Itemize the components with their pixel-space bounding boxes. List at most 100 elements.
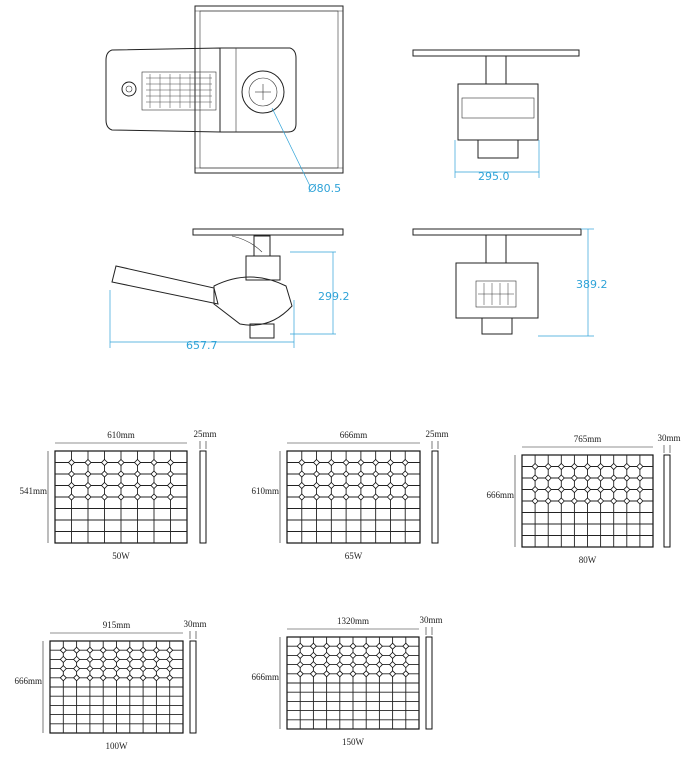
cell-connector xyxy=(100,470,109,478)
cell-connector xyxy=(298,481,306,490)
cell-connector xyxy=(67,493,76,501)
cell-connector xyxy=(336,661,344,669)
cell-connector xyxy=(59,655,67,663)
solar-panel-inner xyxy=(199,10,339,169)
cell-connector xyxy=(349,670,357,678)
cell-connector xyxy=(357,458,365,467)
cell-connector xyxy=(133,493,142,501)
cell-connector xyxy=(327,493,335,501)
cell-connector xyxy=(86,665,94,673)
cell-connector xyxy=(402,642,410,650)
cell-connector xyxy=(298,493,306,501)
cell-connector xyxy=(336,642,344,650)
cell-connector xyxy=(402,670,410,678)
cell-connector xyxy=(386,493,395,501)
cell-connector xyxy=(126,674,134,682)
cell-connector xyxy=(362,670,370,678)
cell-connector xyxy=(152,655,160,663)
cell-connector xyxy=(298,470,306,478)
panel-power-label: 100W xyxy=(106,741,129,751)
cell-connector xyxy=(570,485,578,494)
cell-connector xyxy=(342,458,350,467)
cell-connector xyxy=(401,481,409,490)
cell-connector xyxy=(557,485,565,494)
cell-connector xyxy=(112,646,121,654)
cell-connector xyxy=(610,485,618,494)
cell-connector xyxy=(126,665,134,673)
solar-panel-outline xyxy=(194,5,344,174)
cell-connector xyxy=(349,651,357,659)
cell-connector xyxy=(401,470,409,478)
cell-connector xyxy=(126,646,134,654)
cell-connector xyxy=(386,481,395,490)
cell-connector xyxy=(357,493,365,501)
panel-width-label: 610mm xyxy=(107,430,135,440)
cell-connector xyxy=(402,651,410,659)
panel-height-label: 666mm xyxy=(14,676,42,686)
cell-connector xyxy=(100,481,109,490)
cell-connector xyxy=(583,462,592,471)
cell-connector xyxy=(386,458,395,467)
cell-connector xyxy=(296,661,304,669)
cell-connector xyxy=(544,497,552,505)
lamp-side-view: 299.2 657.7 xyxy=(109,228,350,352)
cell-connector xyxy=(362,651,370,659)
panel-height-label: 666mm xyxy=(251,672,279,682)
dim-length-side: 657.7 xyxy=(186,339,218,352)
cell-connector xyxy=(99,655,107,663)
panel-side-view xyxy=(431,450,439,544)
cell-connector xyxy=(312,481,321,490)
cell-connector xyxy=(544,485,552,494)
cell-connector xyxy=(597,485,605,494)
cell-connector xyxy=(166,458,175,467)
dim-height-side: 299.2 xyxy=(318,290,350,303)
cell-connector xyxy=(150,458,158,467)
cell-connector xyxy=(375,651,383,659)
panel-width-label: 915mm xyxy=(103,620,131,630)
cell-connector xyxy=(531,497,539,505)
cell-connector xyxy=(298,458,306,467)
cell-connector xyxy=(610,474,618,482)
cell-connector xyxy=(386,470,395,478)
cell-connector xyxy=(323,642,331,650)
cell-connector xyxy=(99,646,107,654)
cell-connector xyxy=(166,655,174,663)
cell-connector xyxy=(133,470,142,478)
cell-connector xyxy=(583,485,592,494)
cell-connector xyxy=(372,470,380,478)
dim-width-front: 295.0 xyxy=(478,170,510,183)
cell-connector xyxy=(84,458,92,467)
lamp-back-view: 389.2 xyxy=(412,228,608,337)
cell-connector xyxy=(342,481,350,490)
cell-connector xyxy=(372,493,380,501)
panel-thickness-label: 25mm xyxy=(425,429,448,439)
lamp-top-view: Ø80.5 xyxy=(105,5,344,195)
cell-connector xyxy=(389,642,397,650)
cell-connector xyxy=(597,497,605,505)
cell-connector xyxy=(610,462,618,471)
cell-connector xyxy=(166,665,174,673)
mount-circle xyxy=(241,70,285,114)
cell-connector xyxy=(583,474,592,482)
cell-connector xyxy=(117,458,125,467)
cell-connector xyxy=(84,493,92,501)
cell-connector xyxy=(623,497,631,505)
cell-connector xyxy=(86,646,94,654)
cell-connector xyxy=(531,474,539,482)
cell-connector xyxy=(117,481,125,490)
cell-connector xyxy=(59,665,67,673)
cell-connector xyxy=(342,493,350,501)
sensor-icon xyxy=(121,81,137,97)
cell-connector xyxy=(389,670,397,678)
cell-connector xyxy=(372,458,380,467)
cell-connector xyxy=(59,674,67,682)
cell-connector xyxy=(336,670,344,678)
cell-connector xyxy=(166,674,174,682)
cell-connector xyxy=(309,670,317,678)
cell-connector xyxy=(133,458,142,467)
cell-connector xyxy=(389,651,397,659)
cell-connector xyxy=(636,497,644,505)
